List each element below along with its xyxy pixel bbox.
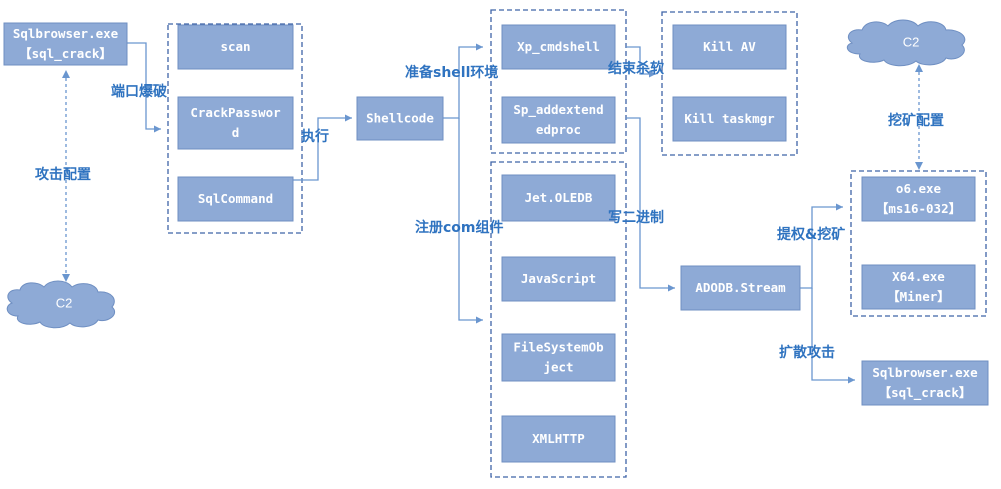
sql-attack-group bbox=[167, 23, 303, 234]
svg-text:X64.exe【Miner】: X64.exe 【Miner】 bbox=[887, 269, 950, 304]
shellcode-box: Shellcode bbox=[356, 96, 444, 141]
xp-cmdshell-box: Xp_cmdshell bbox=[501, 24, 616, 70]
svg-text:Sqlbrowser.exe【sql_crack】: Sqlbrowser.exe 【sql_crack】 bbox=[13, 26, 119, 62]
svg-text:SqlCommand: SqlCommand bbox=[198, 191, 273, 206]
svg-text:JavaScript: JavaScript bbox=[521, 271, 596, 286]
svg-text:scan: scan bbox=[220, 39, 250, 54]
scan-box: scan bbox=[177, 24, 294, 70]
sqlbrowser-bottom-box: Sqlbrowser.exe 【sql_crack】 bbox=[861, 360, 989, 406]
escalate-mine-label: 提权&挖矿 bbox=[777, 226, 845, 243]
connector-to-kill-group bbox=[626, 46, 656, 78]
kill-group bbox=[661, 11, 798, 156]
payload-group bbox=[850, 170, 987, 317]
prepare-shell-label: 准备shell环境 bbox=[405, 64, 498, 81]
sqlcommand-line-1: SqlCommand bbox=[198, 191, 273, 206]
jet-oledb-line-1: Jet.OLEDB bbox=[525, 190, 593, 205]
svg-text:XMLHTTP: XMLHTTP bbox=[532, 431, 585, 446]
connector-to-shellcode bbox=[293, 114, 352, 181]
connector-to-com-components bbox=[458, 118, 483, 324]
svg-text:Kill taskmgr: Kill taskmgr bbox=[684, 111, 775, 126]
c2-right-label: C2 bbox=[903, 34, 920, 49]
x64-exe-box: X64.exe 【Miner】 bbox=[861, 264, 976, 310]
spread-attack-label: 扩散攻击 bbox=[779, 344, 835, 361]
kill-taskmgr-line-1: Kill taskmgr bbox=[684, 111, 775, 126]
end-kill-label: 结束杀软 bbox=[608, 60, 665, 77]
svg-text:o6.exe【ms16-032】: o6.exe 【ms16-032】 bbox=[876, 181, 961, 216]
connector-sqlbrowser-to-group bbox=[127, 42, 161, 86]
crackpassword-box: CrackPasswor d bbox=[177, 96, 294, 150]
mining-config-label: 挖矿配置 bbox=[888, 112, 944, 129]
x64-exe-line-2: 【Miner】 bbox=[887, 289, 950, 304]
svg-text:Jet.OLEDB: Jet.OLEDB bbox=[525, 190, 593, 205]
sqlbrowser-bottom-line-2: 【sql_crack】 bbox=[879, 385, 972, 401]
xmlhttp-line-1: XMLHTTP bbox=[532, 431, 585, 446]
x64-exe-line-1: X64.exe bbox=[892, 269, 945, 284]
execute-label: 执行 bbox=[301, 128, 329, 145]
sqlcommand-box: SqlCommand bbox=[177, 176, 294, 222]
javascript-box: JavaScript bbox=[501, 256, 616, 302]
o6-exe-box: o6.exe 【ms16-032】 bbox=[861, 176, 976, 222]
xmlhttp-box: XMLHTTP bbox=[501, 415, 616, 463]
register-com-label: 注册com组件 bbox=[415, 219, 504, 236]
crackpassword-line-2: d bbox=[232, 125, 240, 140]
arrowhead-down-left bbox=[62, 274, 70, 282]
connector-to-payload-group bbox=[800, 203, 843, 289]
kill-taskmgr-box: Kill taskmgr bbox=[672, 96, 787, 142]
svg-text:Xp_cmdshell: Xp_cmdshell bbox=[517, 39, 600, 55]
attack-config-label: 攻击配置 bbox=[35, 166, 91, 183]
adodb-stream-box: ADODB.Stream bbox=[680, 265, 801, 311]
connector-to-adodb bbox=[626, 117, 675, 292]
svg-text:ADODB.Stream: ADODB.Stream bbox=[695, 280, 786, 295]
arrowhead-down-right bbox=[915, 162, 923, 170]
scan-line-1: scan bbox=[220, 39, 250, 54]
connector-to-sqlbrowser-bottom bbox=[811, 288, 855, 384]
c2-cloud-left: C2 bbox=[6, 280, 116, 329]
kill-av-box: Kill AV bbox=[672, 24, 787, 70]
shell-env-group bbox=[490, 9, 627, 154]
kill-av-line-1: Kill AV bbox=[703, 39, 756, 54]
xp-cmdshell-line-1: Xp_cmdshell bbox=[517, 39, 600, 55]
javascript-line-1: JavaScript bbox=[521, 271, 596, 286]
o6-exe-line-2: 【ms16-032】 bbox=[876, 201, 961, 216]
c2-cloud-right: C2 bbox=[846, 19, 966, 67]
sqlbrowser-box: Sqlbrowser.exe 【sql_crack】 bbox=[3, 22, 128, 66]
jet-oledb-box: Jet.OLEDB bbox=[501, 174, 616, 222]
shellcode-line-1: Shellcode bbox=[366, 110, 434, 125]
sp-addextendedproc-line-1: Sp_addextend bbox=[513, 102, 603, 118]
com-components-group bbox=[490, 161, 627, 478]
sqlbrowser-top-line-2: 【sql_crack】 bbox=[19, 46, 112, 62]
svg-text:Sqlbrowser.exe【sql_crack】: Sqlbrowser.exe 【sql_crack】 bbox=[872, 365, 978, 401]
port-bruteforce-label: 端口爆破 bbox=[111, 83, 167, 100]
filesystemobject-line-1: FileSystemOb bbox=[513, 339, 603, 354]
svg-text:Kill AV: Kill AV bbox=[703, 39, 756, 54]
c2-left-label: C2 bbox=[56, 295, 73, 310]
connector-to-shell-env bbox=[443, 43, 483, 119]
crackpassword-line-1: CrackPasswor bbox=[190, 105, 281, 120]
connector-to-crackpassword bbox=[145, 85, 161, 133]
svg-text:Shellcode: Shellcode bbox=[366, 110, 434, 125]
sp-addextendedproc-line-2: edproc bbox=[536, 122, 581, 137]
adodb-stream-line-1: ADODB.Stream bbox=[695, 280, 786, 295]
filesystemobject-box: FileSystemOb ject bbox=[501, 333, 616, 382]
write-binary-label: 写二进制 bbox=[608, 209, 664, 226]
sqlbrowser-bottom-line-1: Sqlbrowser.exe bbox=[872, 365, 978, 380]
sqlbrowser-top-line-1: Sqlbrowser.exe bbox=[13, 26, 119, 41]
arrowhead-up-left bbox=[62, 70, 70, 78]
filesystemobject-line-2: ject bbox=[543, 359, 573, 374]
arrowhead-up-right bbox=[915, 64, 923, 72]
o6-exe-line-1: o6.exe bbox=[896, 181, 942, 196]
